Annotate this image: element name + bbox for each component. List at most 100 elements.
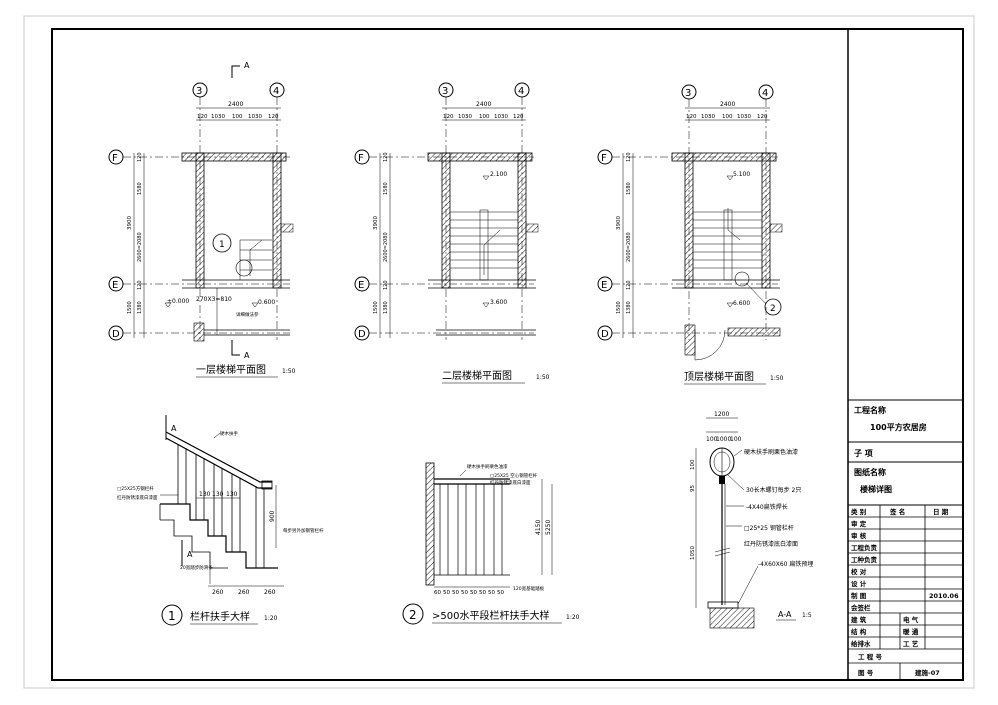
project-name-value: 100平方农居房 — [870, 422, 927, 432]
flight-label: 270X3=810 — [196, 296, 232, 303]
dim-b6: 50 — [479, 590, 486, 596]
detail-number: 2 — [409, 608, 417, 622]
axis-label-e: E — [601, 280, 607, 291]
dim-w1: 120 — [197, 114, 208, 120]
dim-w1: 120 — [686, 114, 697, 120]
dim-h4: 120 — [137, 280, 143, 290]
tb-cs-plumbing: 给排水 — [851, 639, 871, 648]
detail-railing: A A 130 130 130 900 — [117, 415, 324, 626]
detail-callout-2-number: 2 — [770, 304, 776, 314]
dim-width-total: 2400 — [476, 101, 491, 108]
detail-callout-1-number: 1 — [219, 240, 225, 250]
plan-first-floor: 3 4 2400 120 1030 100 1030 120 A A F E D… — [108, 61, 296, 378]
plan-title: 一层楼梯平面图 — [196, 363, 266, 376]
project-name-label: 工程名称 — [854, 405, 886, 415]
wall-top — [671, 152, 777, 162]
label-paint: 红丹防锈漆底白漆面 — [490, 479, 531, 486]
label-paint: 红丹防锈漆底白漆面 — [117, 494, 158, 501]
tb-cs-structure: 结 构 — [851, 627, 867, 636]
dim-w2: 1030 — [458, 114, 472, 120]
plan-title: 二层楼梯平面图 — [442, 369, 512, 382]
detail-section-aa: 1200 100 1000 100 100 95 1050 硬木扶手刷栗色油漆 … — [690, 411, 813, 629]
dim-h1: 120 — [626, 152, 632, 162]
detail-callout-circle — [235, 259, 253, 277]
tb-header-date: 日 期 — [933, 507, 949, 516]
tb-cs-process: 工 艺 — [903, 639, 919, 648]
detail-scale: 1:20 — [264, 615, 278, 622]
axis-label-3: 3 — [196, 86, 202, 97]
dim-w2: 1030 — [701, 114, 715, 120]
axis-label-4: 4 — [518, 86, 524, 97]
dim-h1: 120 — [137, 152, 143, 162]
tb-role-check: 校 对 — [851, 567, 867, 576]
embed-plate — [707, 601, 739, 609]
tb-drawing-no-label: 图 号 — [858, 668, 874, 677]
label-handrail: 硬木扶手 — [220, 430, 238, 437]
axis-label-3: 3 — [442, 86, 448, 97]
tb-cs-architecture: 建 筑 — [850, 615, 867, 624]
wall-top — [427, 152, 533, 162]
plan-scale: 1:50 — [282, 368, 296, 375]
section-cut-top — [231, 65, 240, 78]
dim-w3: 100 — [479, 114, 490, 120]
door-jamb — [684, 324, 696, 356]
dim-b8: 50 — [497, 590, 504, 596]
dim-w5: 120 — [268, 114, 279, 120]
dim-w2: 1030 — [211, 114, 225, 120]
dim-h6: 1500 — [616, 301, 622, 314]
label-flat-bar: -4X40扁铁焊长 — [746, 503, 788, 511]
dim-w5: 120 — [513, 114, 524, 120]
wall-left — [195, 152, 205, 289]
axis-label-3: 3 — [685, 88, 691, 99]
dim-width-total: 2400 — [720, 101, 735, 108]
level-marker-b — [482, 302, 490, 308]
axis-label-f: F — [601, 153, 607, 164]
dim-top-total: 1200 — [714, 411, 729, 418]
label-baluster: □25X25 空心钢管栏杆 — [490, 472, 538, 479]
plan-top-floor: 3 4 2400 120 1030 100 1030 120 F E D 390… — [597, 84, 784, 385]
tb-drawing-no-value: 建施-07 — [914, 668, 940, 677]
dim-spacing-2: 130 — [212, 491, 224, 498]
axis-label-4: 4 — [273, 86, 279, 97]
dim-b4: 50 — [461, 590, 468, 596]
label-paint: 红丹防锈漆底白漆面 — [744, 540, 798, 548]
section-mark-top: A — [244, 61, 250, 70]
dim-left-2: 95 — [690, 485, 696, 492]
dim-w1: 120 — [443, 114, 454, 120]
level-b: 0.600 — [258, 299, 275, 306]
title-block: 工程名称 100平方农居房 子 项 图纸名称 楼梯详图 — [847, 29, 963, 680]
dim-w3: 100 — [722, 114, 733, 120]
stair-treads — [693, 208, 762, 281]
detail-scale: 1:20 — [566, 614, 580, 621]
level-marker-a — [164, 302, 172, 308]
detail-number-badge — [161, 604, 183, 626]
dim-h1: 120 — [383, 152, 389, 162]
dim-b2: 50 — [443, 590, 450, 596]
dim-h3: 2600=2080 — [137, 232, 143, 262]
axis-label-f: F — [358, 153, 364, 164]
column — [193, 322, 205, 342]
wall-bottom — [727, 327, 781, 337]
tb-countersign-label: 会签栏 — [851, 603, 871, 612]
concrete — [709, 607, 755, 629]
detail-horizontal-railing: 60 50 50 50 50 50 50 50 120宽基础踏板 4150 52… — [402, 462, 580, 625]
level-a: 2.100 — [490, 171, 507, 178]
dim-w3: 100 — [232, 114, 243, 120]
level-a: 5.100 — [733, 171, 750, 178]
dim-tread-3: 260 — [264, 589, 276, 596]
label-antislip: 20宽踏步防滑条 — [180, 564, 213, 571]
level-marker-b — [251, 302, 259, 308]
dim-h2: 1580 — [626, 182, 632, 195]
tb-role-approve: 审 定 — [851, 519, 867, 528]
dim-h6: 1500 — [373, 301, 379, 314]
dim-b1: 60 — [434, 590, 441, 596]
tb-header-category: 类 别 — [851, 507, 867, 516]
detail-scale: 1:5 — [802, 612, 812, 619]
tb-cs-electrical: 电 气 — [903, 615, 919, 624]
dim-tread-1: 260 — [212, 589, 224, 596]
level-b: 6.600 — [733, 300, 750, 307]
dim-h4: 120 — [626, 280, 632, 290]
dim-left-1: 100 — [690, 459, 696, 470]
dim-v1: 4150 — [535, 520, 542, 535]
